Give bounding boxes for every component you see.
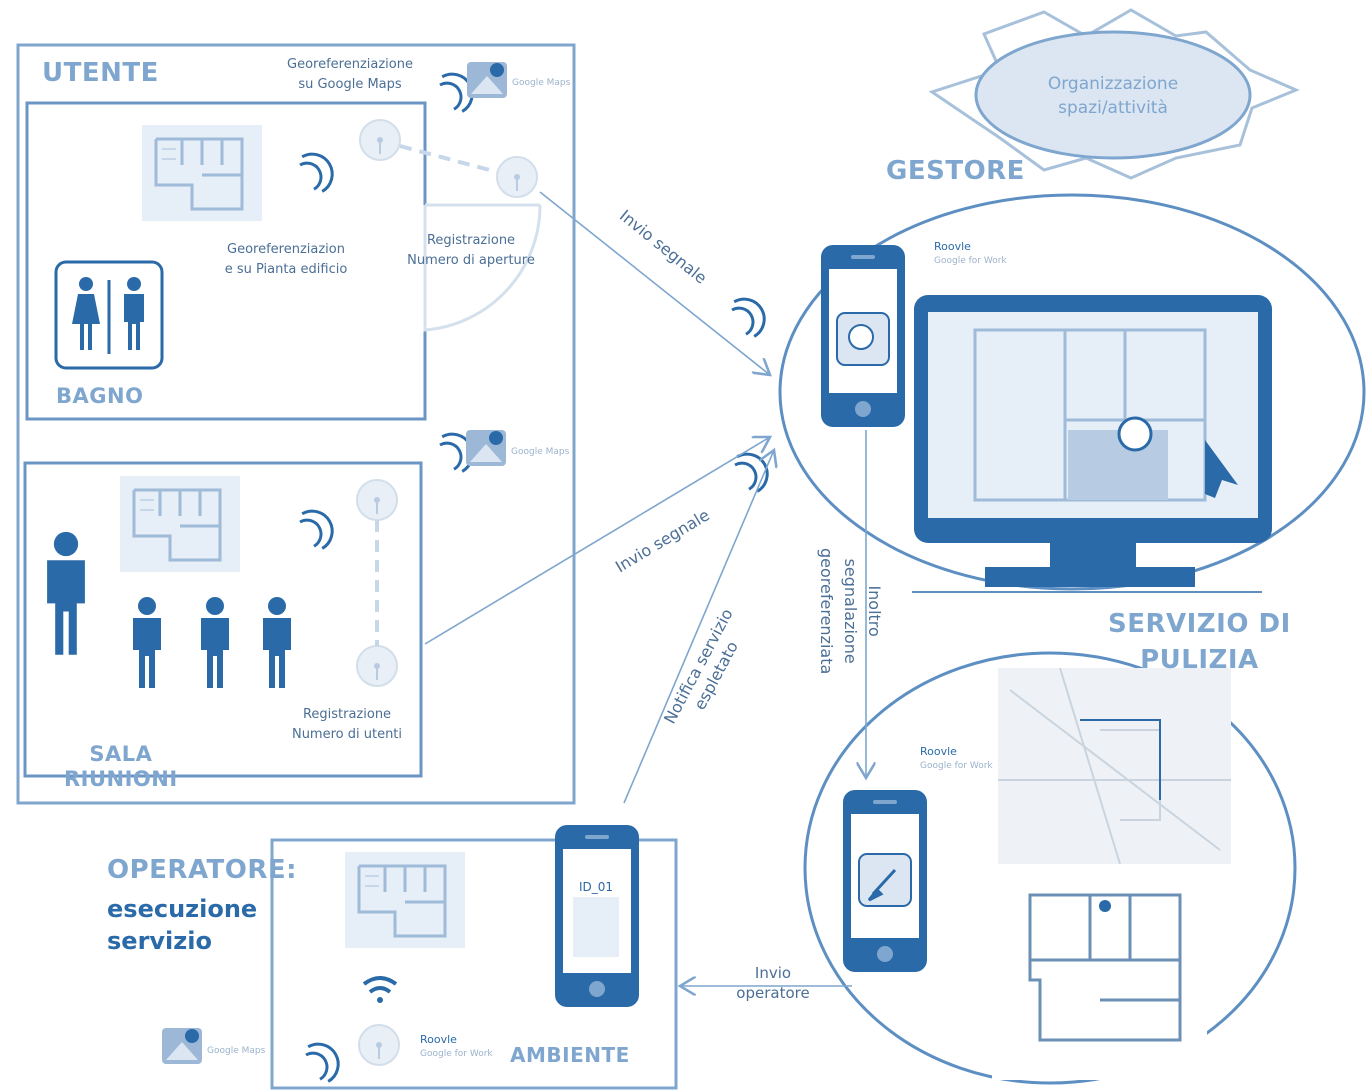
inoltro-line1: Inoltro <box>865 585 884 637</box>
sala-line1: SALA <box>89 742 153 766</box>
reg-aperture-line1: Registrazione <box>426 233 516 248</box>
sala-box <box>23 461 423 778</box>
organizzazione-text: Organizzazione spazi/attività <box>1020 72 1206 120</box>
floorplan-sala <box>118 474 242 574</box>
georef-pianta-label: Georeferenziazion e su Pianta edificio <box>200 240 372 280</box>
door-icon <box>423 203 542 332</box>
sensor-icon <box>358 1024 400 1066</box>
roovle-name: Roovle <box>420 1033 457 1046</box>
reg-utenti-label: Registrazione Numero di utenti <box>280 705 414 745</box>
arrow-notifica <box>623 450 774 804</box>
roovle-logo: Roovle Google for Work <box>920 745 993 773</box>
georef-maps-label: Georeferenziazione su Google Maps <box>268 55 432 95</box>
roovle-sub: Google for Work <box>420 1049 493 1059</box>
roovle-sub: Google for Work <box>920 761 993 771</box>
utente-box <box>16 43 576 805</box>
inoltro-label: Inoltro segnalazione georeferenziata <box>814 548 886 674</box>
servizio-heading: SERVIZIO DI PULIZIA <box>1108 606 1291 678</box>
gestore-phone-icon <box>821 245 905 427</box>
gestore-heading: GESTORE <box>886 156 1025 186</box>
roovle-sub: Google for Work <box>934 256 1007 266</box>
reg-utenti-line2: Numero di utenti <box>291 727 403 742</box>
invio-operatore-label: Invio operatore <box>718 963 828 1003</box>
ambiente-heading: AMBIENTE <box>510 1043 630 1067</box>
google-maps-icon <box>467 62 507 98</box>
utente-heading: UTENTE <box>42 58 159 88</box>
gestore-ellipse <box>778 193 1366 591</box>
arrow-invio-segnale-2 <box>424 437 770 645</box>
city-map-image <box>998 667 1231 865</box>
google-maps-caption: Google Maps <box>511 447 570 457</box>
arrow-invio-segnale-1 <box>539 191 770 375</box>
georef-pianta-line2: e su Pianta edificio <box>224 262 348 277</box>
esecuzione-line1: esecuzione <box>107 895 258 923</box>
wifi-icon <box>298 145 342 193</box>
google-maps-caption: Google Maps <box>512 78 571 88</box>
reg-utenti-line1: Registrazione <box>302 707 392 722</box>
organizzazione-line1: Organizzazione <box>1047 74 1179 94</box>
servizio-ellipse <box>803 651 1297 1085</box>
toilet-sign-icon <box>54 260 164 370</box>
floorplan-bagno <box>140 123 264 223</box>
operatore-phone-icon <box>555 825 639 1007</box>
google-maps-icon <box>162 1028 202 1064</box>
inoltro-line2: segnalazione <box>841 558 860 664</box>
esecuzione-heading: esecuzione servizio <box>107 893 257 957</box>
google-maps-icon <box>466 430 506 466</box>
servizio-line2: PULIZIA <box>1140 645 1259 675</box>
sala-line2: RIUNIONI <box>64 767 178 791</box>
georef-maps-line1: Georeferenziazione <box>287 57 413 72</box>
georef-maps-line2: su Google Maps <box>298 77 402 92</box>
wifi-icon <box>730 290 774 338</box>
organizzazione-burst <box>928 8 1300 180</box>
floorplan-ambiente <box>343 850 467 950</box>
inoltro-line3: georeferenziata <box>817 548 836 675</box>
building-plan-image <box>992 880 1207 1080</box>
ambiente-box <box>270 838 678 1090</box>
reg-aperture-label: Registrazione Numero di aperture <box>398 231 544 271</box>
wifi-signal-icon <box>362 976 398 1003</box>
roovle-logo: Roovle Google for Work <box>934 240 1007 268</box>
wifi-icon <box>298 502 342 550</box>
wifi-icon <box>304 1035 348 1083</box>
organizzazione-line2: spazi/attività <box>1058 98 1168 118</box>
sensor-icon <box>356 479 398 521</box>
roovle-name: Roovle <box>920 745 957 758</box>
sala-heading: SALA RIUNIONI <box>64 742 178 792</box>
operatore-heading: OPERATORE: <box>107 855 298 885</box>
monitor-icon <box>912 295 1272 593</box>
pulizia-phone-icon <box>843 790 927 972</box>
roovle-logo: Roovle Google for Work <box>420 1033 493 1061</box>
servizio-line1: SERVIZIO DI <box>1108 609 1291 639</box>
reg-aperture-line2: Numero di aperture <box>407 253 535 268</box>
esecuzione-line2: servizio <box>107 927 212 955</box>
georef-pianta-line1: Georeferenziazion <box>227 242 345 257</box>
wifi-icon <box>733 445 777 493</box>
roovle-name: Roovle <box>934 240 971 253</box>
device-id-label: ID_01 <box>579 880 614 894</box>
invio-op-line2: operatore <box>736 984 810 1002</box>
sensor-icon <box>356 645 398 687</box>
google-maps-caption: Google Maps <box>207 1046 266 1056</box>
invio-op-line1: Invio <box>754 964 792 982</box>
sensor-icon <box>359 119 401 161</box>
bagno-heading: BAGNO <box>56 384 144 408</box>
sensor-icon <box>496 156 538 198</box>
